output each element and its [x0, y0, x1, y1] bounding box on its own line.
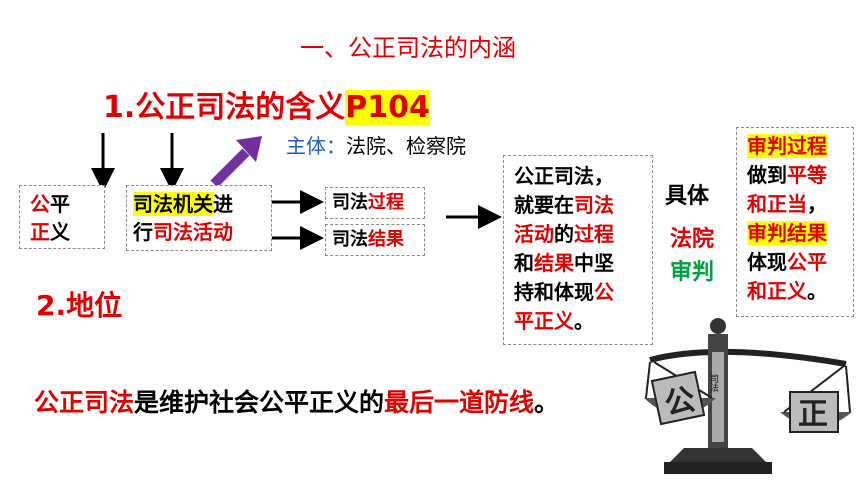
judicial-process-box: 司法过程: [325, 187, 425, 219]
subject-label: 主体：: [286, 134, 346, 158]
center-explanation-box: 公正司法， 就要在司法 活动的过程 和结果中坚 持和体现公 平正义。: [503, 155, 653, 345]
process-prefix: 司法: [332, 192, 368, 213]
statement-end: 。: [534, 388, 560, 417]
char-gong: 公: [30, 192, 50, 216]
trial-explanation-box: 审判过程 做到平等 和正当， 审判结果 体现公平 和正义。: [736, 127, 854, 317]
center-l2a: 就要在: [514, 193, 574, 217]
right-r3: 和正当: [747, 192, 807, 216]
page-heading: 一、公正司法的内涵: [300, 34, 516, 62]
specific-label: 具体: [665, 184, 710, 209]
char-ping: 平: [50, 192, 70, 216]
trial-result: 审判结果: [747, 221, 827, 245]
center-line-1: 公正司法，: [514, 164, 614, 188]
judicial-activity: 司法活动: [153, 220, 233, 244]
subject-line: 主体：法院、检察院: [286, 130, 466, 159]
trial-label: 审判: [670, 260, 715, 285]
center-l3c: 过程: [574, 222, 614, 246]
page-reference: P104: [345, 90, 430, 125]
center-l4b: 结果: [534, 251, 574, 275]
center-l5a: 持和体现: [514, 280, 594, 304]
center-l4a: 和: [514, 251, 534, 275]
scale-right-glyph: 正: [798, 397, 828, 432]
section-title-meaning: 1.公正司法的含义P104: [103, 82, 430, 126]
purple-arrow-head: [236, 136, 262, 162]
scale-pillar-text: 司法: [708, 374, 719, 393]
right-r6b: 。: [807, 279, 827, 303]
meaning-title-text: 1.公正司法的含义: [103, 90, 346, 125]
center-l2b: 司法: [574, 193, 614, 217]
right-r6a: 和正义: [747, 279, 807, 303]
result-prefix: 司法: [332, 229, 368, 250]
center-l3a: 活动: [514, 222, 554, 246]
center-l3b: 的: [554, 222, 574, 246]
statement-emphasis: 最后一道防线: [384, 388, 535, 417]
right-r5a: 体现: [747, 250, 787, 274]
statement-middle: 是维护社会公平正义的: [134, 388, 385, 417]
result-word: 结果: [368, 229, 404, 250]
judicial-result-box: 司法结果: [325, 224, 425, 256]
fairness-justice-box: 公平 正义: [19, 185, 105, 249]
court-label: 法院: [670, 227, 715, 252]
center-l6a: 平正义: [514, 309, 574, 333]
statement-line: 公正司法是维护社会公平正义的最后一道防线。: [34, 383, 559, 419]
subject-value: 法院、检察院: [346, 134, 466, 158]
statement-subject: 公正司法: [34, 388, 135, 417]
right-r2a: 做到: [747, 163, 787, 187]
char-yi: 义: [50, 220, 70, 244]
right-r3-punct: ，: [807, 192, 827, 216]
purple-arrow: [210, 148, 250, 188]
right-r5b: 公平: [787, 250, 827, 274]
right-r2b: 平等: [787, 163, 827, 187]
judicial-organ-box: 司法机关进 行司法活动: [126, 185, 272, 251]
justice-scale-illustration: 公 正 司法: [644, 318, 852, 474]
scale-left-glyph: 公: [662, 382, 699, 422]
judicial-organ: 司法机关: [133, 192, 213, 216]
center-l4c: 中坚: [574, 251, 614, 275]
organ-line2a: 行: [133, 220, 153, 244]
process-word: 过程: [368, 192, 404, 213]
center-l6b: 。: [574, 309, 594, 333]
organ-rest: 进: [213, 192, 233, 216]
char-zheng: 正: [30, 220, 50, 244]
section-title-position: 2.地位: [36, 289, 123, 322]
center-l5b: 公: [594, 280, 614, 304]
trial-process: 审判过程: [747, 134, 827, 158]
